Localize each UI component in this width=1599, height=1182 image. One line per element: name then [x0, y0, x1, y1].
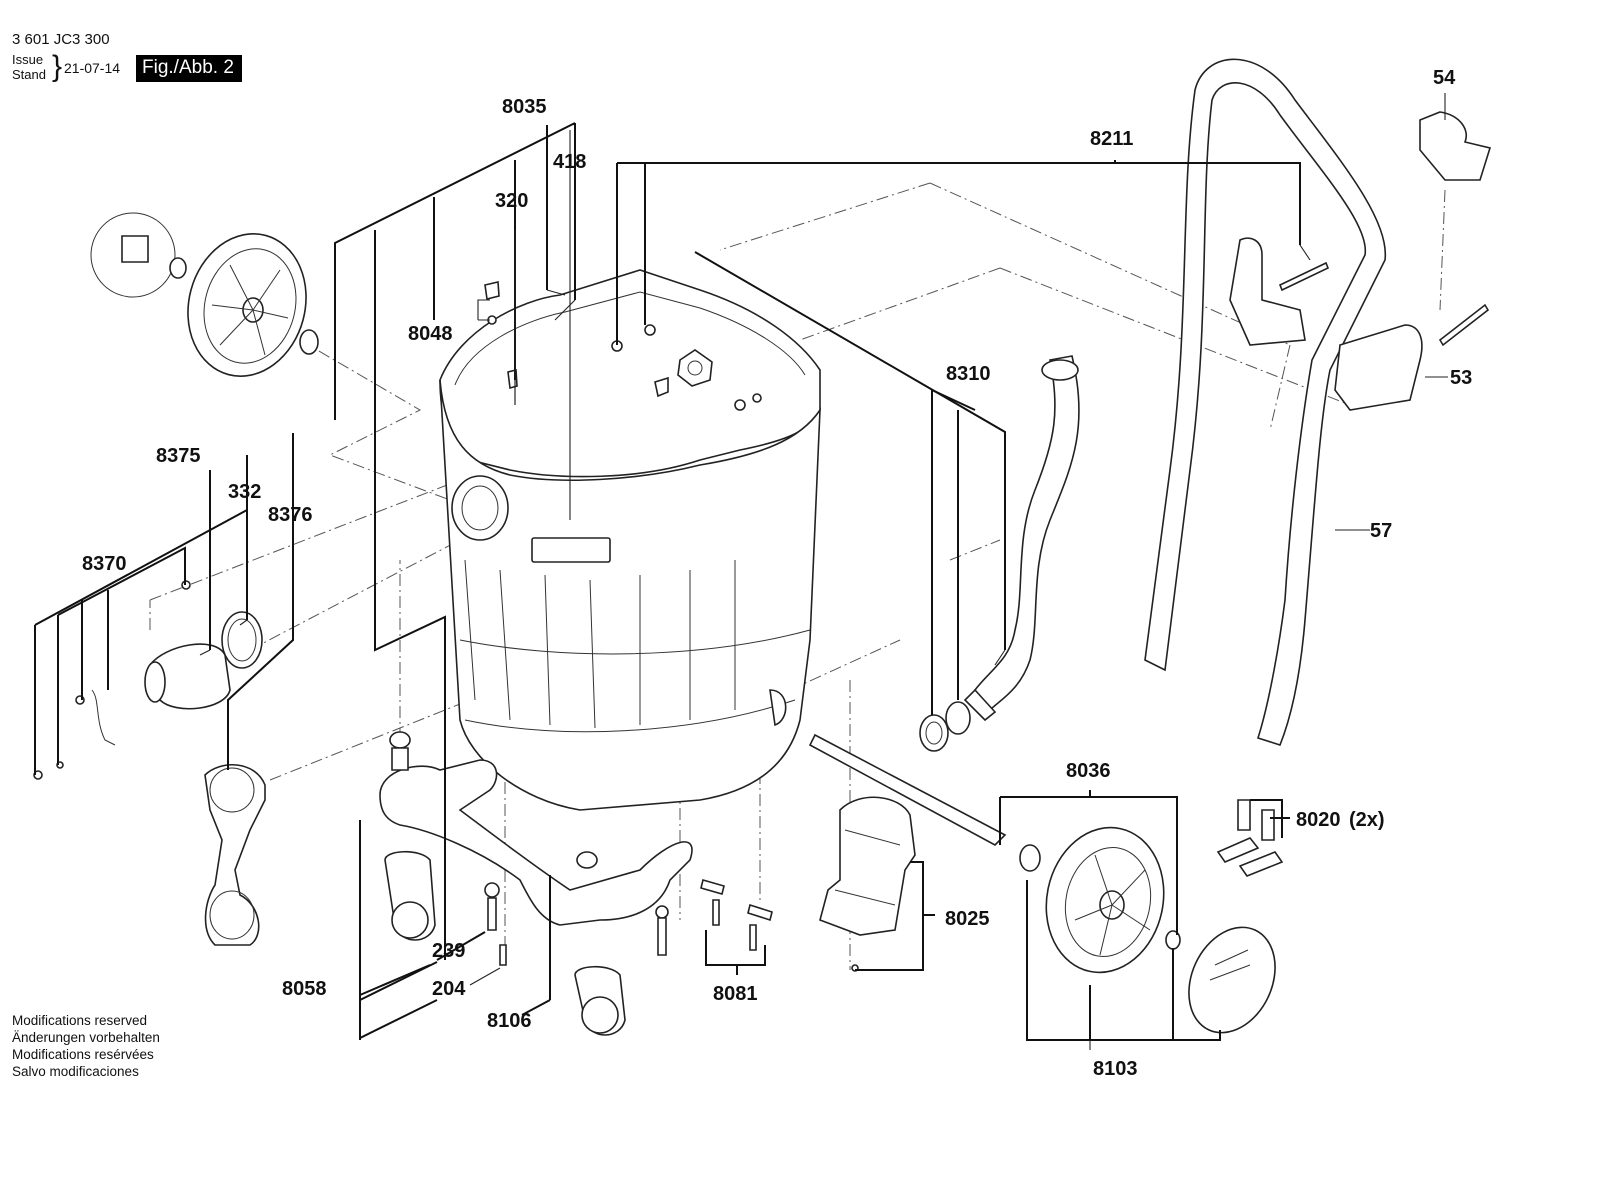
base-frame [379, 731, 773, 1036]
left-wheel-assembly [90, 212, 319, 377]
leader-lines [34, 93, 1448, 1050]
callout-8020-qty: (2x) [1349, 809, 1385, 831]
clip-54 [1419, 111, 1492, 181]
callout-8048: 8048 [408, 323, 453, 345]
callout-8081: 8081 [713, 983, 758, 1005]
notice-line-de: Änderungen vorbehalten [12, 1030, 160, 1045]
push-handle [1144, 58, 1492, 746]
callout-53: 53 [1450, 367, 1472, 389]
part-number: 3 601 JC3 300 [12, 31, 110, 48]
callout-8103: 8103 [1093, 1058, 1138, 1080]
callout-418: 418 [553, 151, 586, 173]
callout-labels: 8035 418 320 8048 8211 54 53 57 8310 837… [82, 67, 1472, 1080]
hose-adapter-8376 [204, 764, 266, 946]
wheel-axle [808, 733, 1007, 846]
callout-8310: 8310 [946, 363, 991, 385]
callout-8370: 8370 [82, 553, 127, 575]
callout-57: 57 [1370, 520, 1392, 542]
callout-8035: 8035 [502, 96, 547, 118]
issue-label: Issue [12, 52, 44, 67]
rear-bracket [819, 796, 916, 972]
stand-label: Stand [12, 67, 46, 82]
issue-brace: } [52, 50, 63, 83]
intake-port [451, 475, 509, 541]
callout-320: 320 [495, 190, 528, 212]
callout-8211: 8211 [1090, 128, 1133, 150]
right-wheel-assembly [808, 733, 1284, 1034]
callout-54: 54 [1433, 67, 1456, 89]
modifications-notice: Modifications reserved Änderungen vorbeh… [12, 1012, 160, 1080]
callout-239: 239 [432, 940, 465, 962]
callout-8376: 8376 [268, 504, 313, 526]
notice-line-es: Salvo modificaciones [12, 1064, 139, 1079]
handle-bracket-upper [1229, 237, 1306, 346]
callout-8020: 8020 [1296, 809, 1341, 831]
callout-8375: 8375 [156, 445, 201, 467]
callout-8025: 8025 [945, 908, 990, 930]
figure-label: Fig./Abb. 2 [136, 55, 242, 82]
inlet-fittings [33, 580, 266, 946]
notice-line-fr: Modifications resérvées [12, 1047, 154, 1062]
suction-hose [919, 355, 1080, 752]
rating-plate [531, 537, 611, 563]
callout-332: 332 [228, 481, 261, 503]
callout-8106: 8106 [487, 1010, 532, 1032]
handle-bracket-53 [1334, 324, 1423, 411]
issue-date: 21-07-14 [64, 60, 121, 76]
issue-stand-labels: Issue Stand [12, 52, 46, 82]
callout-204: 204 [432, 978, 466, 1000]
notice-line-en: Modifications reserved [12, 1013, 148, 1028]
assembly-axis-lines [149, 182, 1446, 970]
container-bin [439, 269, 821, 811]
callout-8036: 8036 [1066, 760, 1111, 782]
callout-8058: 8058 [282, 978, 327, 1000]
